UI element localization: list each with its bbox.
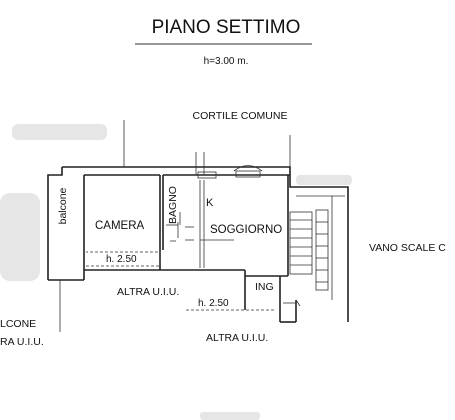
balcony-label: balcone [57,187,69,224]
cut-off-balcony-label: LCONE [0,318,36,330]
redacted-patch-top-left [12,124,107,140]
kitchen-partition [179,180,234,268]
stairwell-label: VANO SCALE C [369,242,446,254]
room-label-camera: CAMERA [95,220,145,232]
courtyard-label: CORTILE COMUNE [193,110,288,122]
room-label-kitchen: K [206,197,214,209]
room-label-entrance: ING [255,281,274,293]
unit-walls [47,166,349,323]
ceiling-height-note-2: h. 2.50 [198,298,229,309]
lowered-ceiling-boundary-1 [86,251,161,267]
cut-off-other-unit-label: RA U.I.U. [0,336,44,348]
other-unit-label-2: ALTRA U.I.U. [206,332,268,344]
height-note: h=3.00 m. [204,56,249,67]
stairwell-stairs [289,195,345,300]
plan-title: PIANO SETTIMO [152,17,301,38]
ventilation-marks [195,152,263,179]
room-label-bagno: BAGNO [167,186,179,224]
redacted-patch-left [0,193,40,281]
other-unit-label-1: ALTRA U.I.U. [117,286,179,298]
ceiling-height-note-1: h. 2.50 [106,254,137,265]
redacted-patch-top-right [296,175,352,185]
redacted-patch-bottom [200,412,260,420]
room-label-soggiorno: SOGGIORNO [210,224,282,236]
bathroom-fixtures [166,222,194,242]
entrance-door [283,299,301,307]
